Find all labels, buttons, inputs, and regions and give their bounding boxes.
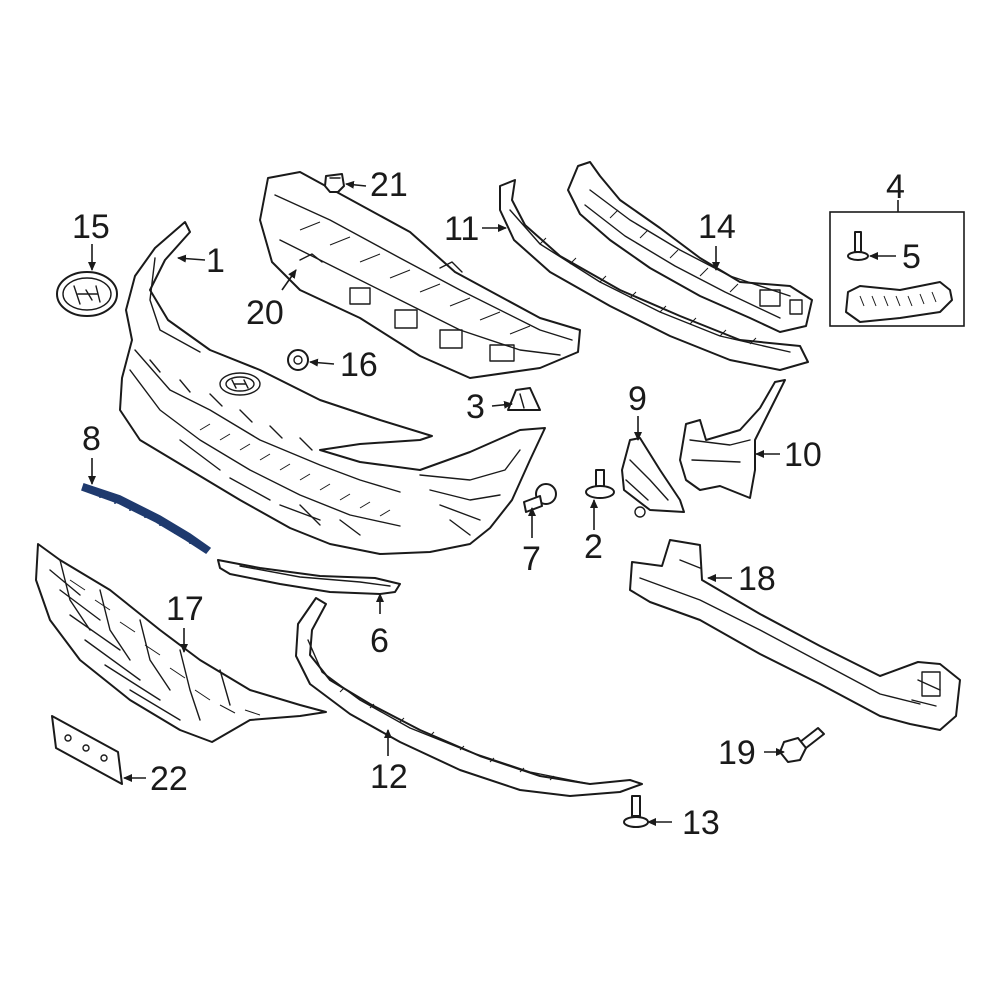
callout-6: 6 [370, 622, 389, 660]
callout-14: 14 [698, 208, 736, 246]
part-19-bolt [779, 727, 825, 763]
callout-4: 4 [886, 168, 905, 206]
callout-18: 18 [738, 560, 776, 598]
callout-2: 2 [584, 528, 603, 566]
callout-13: 13 [682, 804, 720, 842]
part-13-push-pin [623, 795, 649, 828]
callout-labels: 1 2 3 4 5 6 7 8 9 10 11 12 13 14 15 16 1… [72, 166, 921, 842]
part-21-clip [324, 173, 345, 193]
callout-20: 20 [246, 294, 284, 332]
callout-21: 21 [370, 166, 408, 204]
part-16-grommet [287, 349, 309, 371]
callout-12: 12 [370, 758, 408, 796]
part-14-absorber [567, 161, 813, 333]
callout-1: 1 [206, 242, 225, 280]
part-22-license-bracket [51, 715, 123, 785]
callout-15: 15 [72, 208, 110, 246]
callout-17: 17 [166, 590, 204, 628]
part-12-lower-lip [295, 597, 643, 797]
part-17-grille [35, 543, 327, 743]
callout-11: 11 [444, 210, 479, 248]
part-4-kit-box [829, 211, 965, 327]
callout-16: 16 [340, 346, 378, 384]
part-18-reinforcement-beam [629, 539, 961, 731]
callout-8: 8 [82, 420, 101, 458]
part-3-clip [507, 387, 541, 411]
part-20-upper-absorber [259, 171, 581, 379]
callout-19: 19 [718, 734, 756, 772]
part-7-bolt [523, 483, 557, 513]
part-2-screw [585, 469, 615, 499]
callout-7: 7 [522, 540, 541, 578]
callout-leaders [88, 180, 899, 826]
part-11-upper-retainer [499, 179, 809, 371]
part-6-lower-trim [217, 559, 401, 595]
part-8-trim-strip [81, 483, 212, 554]
callout-10: 10 [784, 436, 822, 474]
part-1-bumper-cover [119, 221, 546, 555]
callout-3: 3 [466, 388, 485, 426]
callout-9: 9 [628, 380, 647, 418]
part-10-side-support [679, 379, 786, 499]
part-15-emblem [56, 271, 118, 317]
callout-5: 5 [902, 238, 921, 276]
part-9-side-bracket [621, 437, 685, 518]
callout-22: 22 [150, 760, 188, 798]
